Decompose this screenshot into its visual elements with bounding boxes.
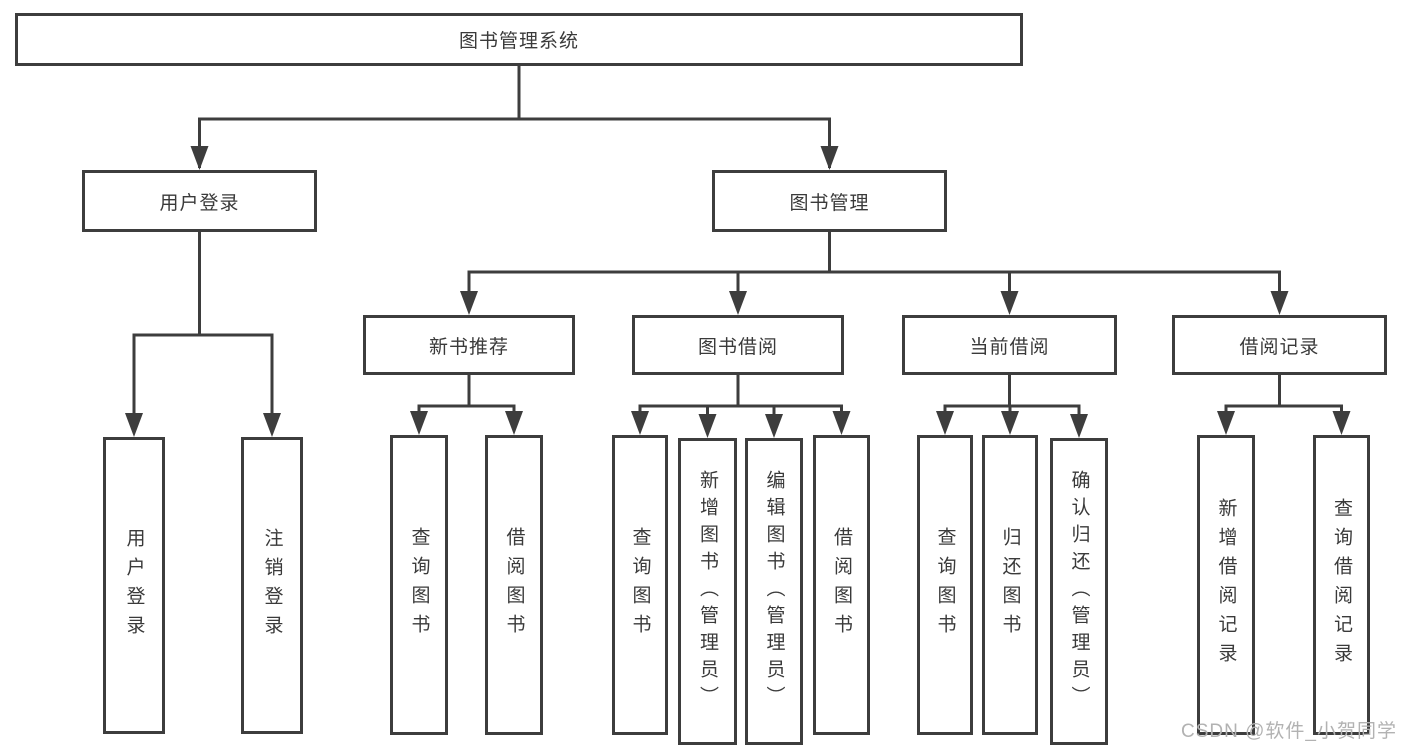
leaf-bb-edit-books-admin: 编辑图书（管理员） <box>745 438 803 745</box>
node-root: 图书管理系统 <box>15 13 1023 66</box>
leaf-user-login-label: 用户登录 <box>123 527 145 644</box>
leaf-bb-borrow-books: 借阅图书 <box>813 435 870 735</box>
leaf-br-add-record: 新增借阅记录 <box>1197 435 1255 735</box>
csdn-watermark: CSDN @软件_小贺同学 <box>1181 721 1397 742</box>
node-book-management: 图书管理 <box>712 170 947 232</box>
leaf-nbr-query-books-label: 查询图书 <box>408 527 430 643</box>
node-new-book-recommend: 新书推荐 <box>363 315 575 375</box>
leaf-cb-return-books: 归还图书 <box>982 435 1038 735</box>
leaf-logout-label: 注销登录 <box>261 527 283 644</box>
node-borrow-records-label: 借阅记录 <box>1239 336 1320 358</box>
leaf-br-add-record-label: 新增借阅记录 <box>1215 498 1237 672</box>
leaf-cb-confirm-return-admin-label: 确认归还（管理员） <box>1068 470 1090 713</box>
leaf-br-query-record-label: 查询借阅记录 <box>1331 498 1352 672</box>
node-book-borrow-label: 图书借阅 <box>697 336 778 358</box>
leaf-bb-query-books: 查询图书 <box>612 435 668 735</box>
leaf-cb-query-books: 查询图书 <box>917 435 973 735</box>
leaf-bb-edit-books-admin-label: 编辑图书（管理员） <box>763 470 785 713</box>
leaf-nbr-borrow-books: 借阅图书 <box>485 435 543 735</box>
leaf-logout: 注销登录 <box>241 437 303 734</box>
node-user-login: 用户登录 <box>82 170 317 232</box>
leaf-nbr-borrow-books-label: 借阅图书 <box>503 527 525 643</box>
node-root-label: 图书管理系统 <box>458 31 579 52</box>
leaf-cb-confirm-return-admin: 确认归还（管理员） <box>1050 438 1108 745</box>
leaf-cb-return-books-label: 归还图书 <box>999 527 1021 643</box>
leaf-nbr-query-books: 查询图书 <box>390 435 448 735</box>
node-new-book-recommend-label: 新书推荐 <box>428 336 509 358</box>
node-current-borrow: 当前借阅 <box>902 315 1117 375</box>
node-current-borrow-label: 当前借阅 <box>969 336 1050 358</box>
arrowheads <box>125 146 1351 438</box>
leaf-user-login: 用户登录 <box>103 437 165 734</box>
node-book-management-label: 图书管理 <box>789 192 870 214</box>
node-user-login-label: 用户登录 <box>159 192 240 214</box>
node-book-borrow: 图书借阅 <box>632 315 844 375</box>
leaf-bb-borrow-books-label: 借阅图书 <box>831 527 852 643</box>
leaf-br-query-record: 查询借阅记录 <box>1313 435 1370 735</box>
leaf-cb-query-books-label: 查询图书 <box>934 527 956 643</box>
leaf-bb-query-books-label: 查询图书 <box>629 527 651 643</box>
leaf-bb-add-books-admin: 新增图书（管理员） <box>678 438 737 745</box>
leaf-bb-add-books-admin-label: 新增图书（管理员） <box>697 470 718 713</box>
node-borrow-records: 借阅记录 <box>1172 315 1387 375</box>
